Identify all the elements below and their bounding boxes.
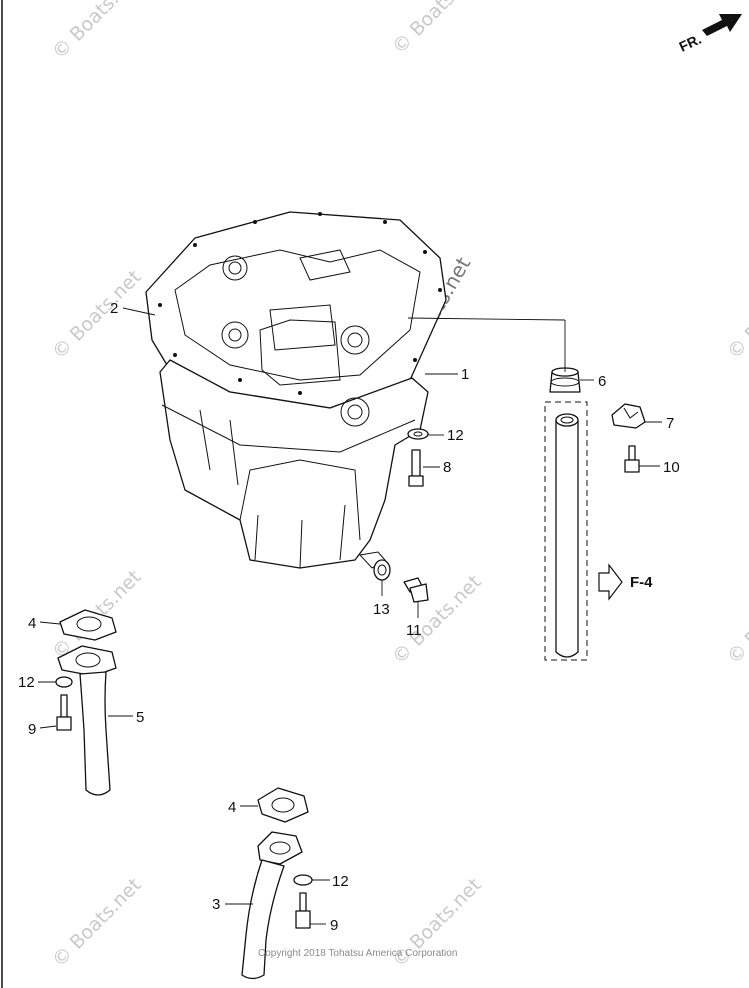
fr-label: FR. [677, 31, 704, 55]
callout-7: 7 [666, 415, 674, 432]
callout-3: 3 [212, 896, 220, 913]
callout-12: 12 [332, 873, 349, 890]
callout-1: 1 [461, 366, 469, 383]
watermark: © Boats.net [388, 571, 486, 669]
pipe-part-5 [57, 645, 117, 796]
pipe-part-3 [241, 831, 303, 980]
reference-label: F-4 [630, 574, 653, 591]
callout-13: 13 [373, 601, 390, 618]
callout-6: 6 [598, 373, 606, 390]
washer-part-12-left [55, 676, 73, 688]
reference-f4: F-4 [598, 563, 653, 601]
flange-part-4-bottom [257, 787, 309, 823]
washer-part-12-bottom [293, 874, 313, 886]
callout-11: 11 [406, 622, 422, 639]
callout-8: 8 [443, 459, 451, 476]
dipstick-tube-assembly [544, 401, 588, 661]
watermark: © Boats.net [388, 0, 486, 59]
watermark: © Boats.net [723, 266, 749, 364]
hollow-arrow-icon [598, 563, 623, 601]
callout-4: 4 [228, 799, 236, 816]
oil-pan-part-1 [159, 319, 429, 569]
reference-box [544, 401, 588, 661]
bolt-part-10 [624, 445, 640, 473]
flange-part-4-left [59, 609, 117, 641]
callout-10: 10 [663, 459, 680, 476]
callout-9: 9 [28, 721, 36, 738]
watermark: © Boats.net [723, 571, 749, 669]
callouts: 2 1 6 7 10 12 8 13 11 4 12 5 9 4 12 3 9 [18, 300, 680, 934]
forward-direction-marker: FR. [677, 14, 742, 55]
bolt-part-8 [408, 449, 424, 487]
leader-lines [38, 307, 662, 925]
clip-part-7 [611, 403, 646, 429]
callout-5: 5 [136, 709, 144, 726]
washer-part-12 [407, 428, 429, 440]
copyright-notice: Copyright 2018 Tohatsu America Corporati… [258, 948, 457, 959]
callout-2: 2 [110, 300, 118, 317]
callout-12: 12 [18, 674, 35, 691]
callout-12: 12 [447, 427, 464, 444]
watermark: © Boats.net [48, 874, 146, 972]
bolt-part-9-left [56, 694, 72, 731]
watermark-layer: © Boats.net © Boats.net © Boats.net © Bo… [48, 0, 749, 972]
forward-arrow-icon [702, 14, 742, 36]
watermark: © Boats.net [48, 0, 146, 64]
washer-part-13 [373, 559, 391, 581]
callout-9: 9 [330, 917, 338, 934]
watermark: © Boats.net [48, 266, 146, 364]
bolt-part-9-bottom [295, 892, 311, 929]
callout-4: 4 [28, 615, 36, 632]
drain-plug-part-11 [403, 577, 429, 603]
